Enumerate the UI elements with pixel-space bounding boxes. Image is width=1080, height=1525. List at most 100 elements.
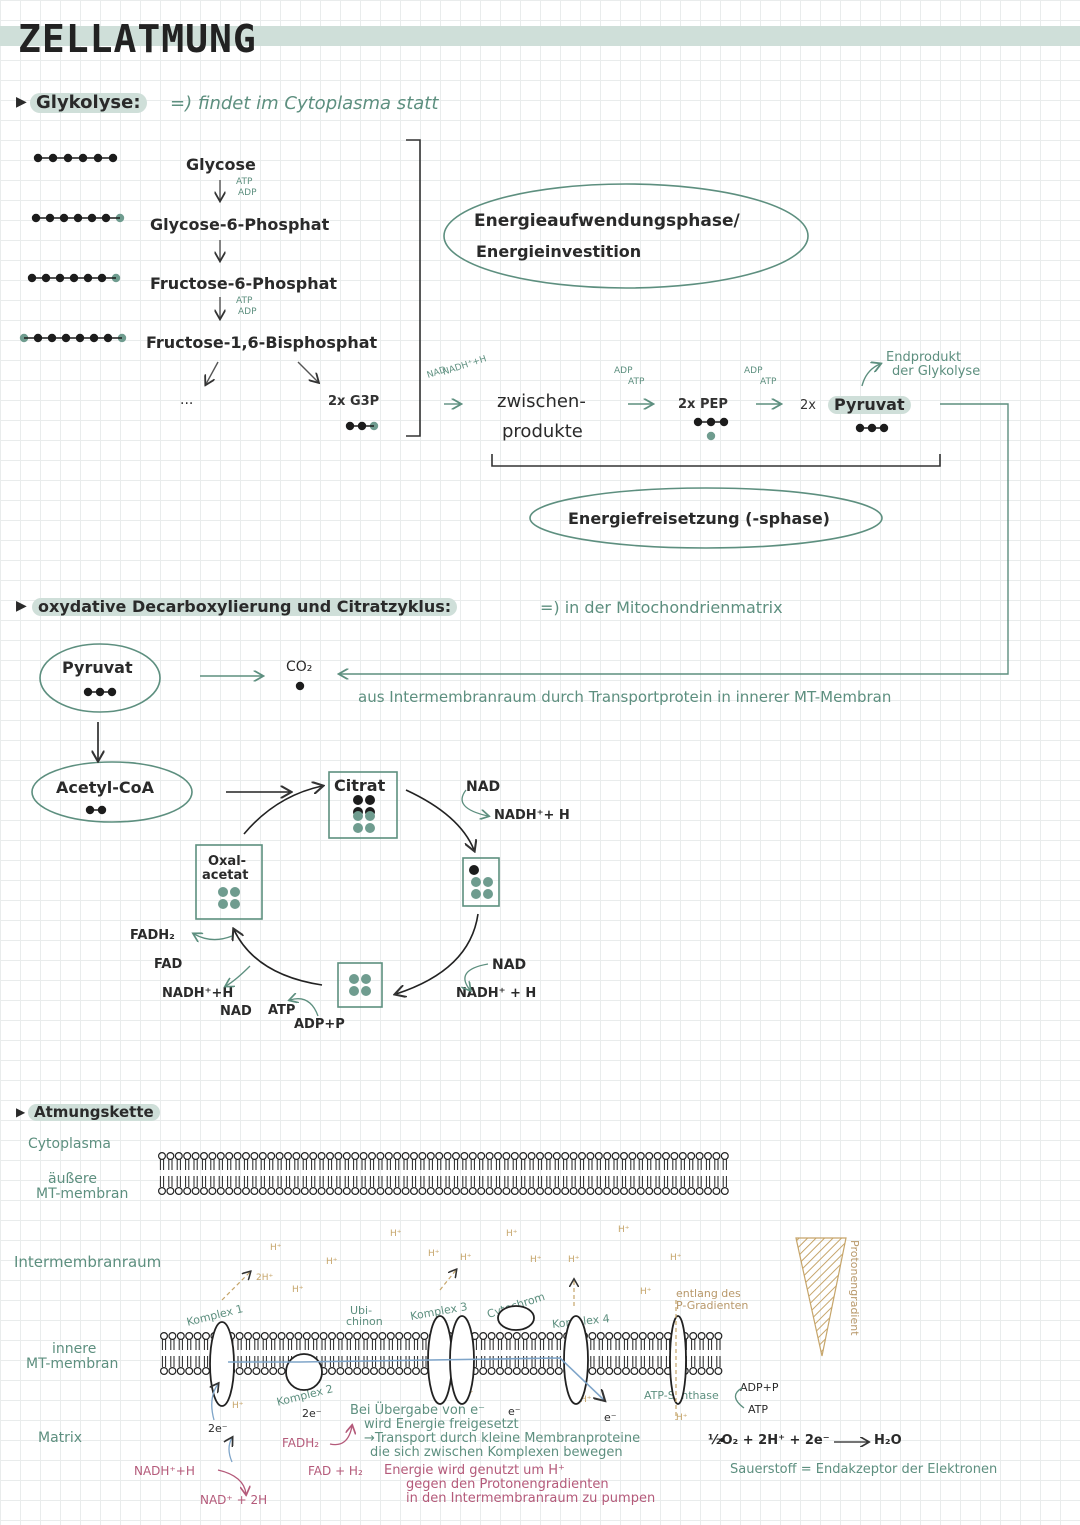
lipid-tail bbox=[453, 1176, 459, 1187]
lipid-head bbox=[605, 1366, 614, 1375]
lipid-head bbox=[328, 1331, 337, 1340]
bullet-chain: ▶ bbox=[16, 1105, 26, 1119]
lipid-head bbox=[529, 1366, 538, 1375]
lipid-head bbox=[645, 1186, 654, 1195]
adp-label-2: ADP bbox=[238, 307, 257, 317]
lipid-head bbox=[628, 1151, 637, 1160]
lipid-head bbox=[250, 1186, 259, 1195]
lipid-head bbox=[697, 1331, 706, 1340]
lipid-tail bbox=[218, 1176, 223, 1187]
step-glycose: Glycose bbox=[186, 155, 256, 174]
lipid-head bbox=[720, 1151, 729, 1160]
lipid-tail bbox=[252, 1176, 257, 1187]
two-e-label-2: 2e⁻ bbox=[302, 1407, 322, 1420]
lipid-tail bbox=[252, 1159, 257, 1170]
lipid-head bbox=[403, 1331, 412, 1340]
lipid-tail bbox=[613, 1176, 618, 1187]
lipid-tail bbox=[338, 1339, 343, 1350]
nad-out-chain: NAD⁺ + 2H bbox=[200, 1493, 268, 1507]
lipid-tail bbox=[405, 1339, 410, 1350]
proton-arrows bbox=[221, 1270, 677, 1420]
lipid-head bbox=[185, 1366, 194, 1375]
lipid-tail bbox=[363, 1339, 368, 1350]
lipid-head bbox=[521, 1366, 530, 1375]
lipid-head bbox=[166, 1151, 175, 1160]
molecule-dot bbox=[230, 899, 240, 909]
adp-label-3: ADP bbox=[614, 366, 633, 376]
lipid-head bbox=[494, 1186, 503, 1195]
lipid-tail bbox=[722, 1159, 727, 1170]
lipid-head bbox=[410, 1186, 419, 1195]
lipid-head bbox=[342, 1186, 351, 1195]
lipid-tail bbox=[413, 1356, 419, 1367]
lipid-head bbox=[353, 1331, 362, 1340]
lipid-tail bbox=[344, 1159, 349, 1170]
molecule-dot bbox=[483, 877, 493, 887]
lipid-head bbox=[621, 1366, 630, 1375]
lipid-tail bbox=[588, 1159, 593, 1170]
lipid-tail bbox=[159, 1159, 165, 1170]
lipid-tail bbox=[504, 1176, 509, 1187]
lipid-tail bbox=[481, 1356, 486, 1367]
lipid-tail bbox=[596, 1159, 601, 1170]
lipid-head bbox=[687, 1186, 696, 1195]
lipid-head bbox=[176, 1331, 185, 1340]
molecule-dot bbox=[361, 974, 371, 984]
lipid-tail bbox=[161, 1339, 167, 1350]
lipid-head bbox=[166, 1186, 175, 1195]
lipid-head bbox=[393, 1186, 402, 1195]
lipid-head bbox=[496, 1366, 505, 1375]
lipid-head bbox=[260, 1331, 269, 1340]
lipid-head bbox=[712, 1151, 721, 1160]
lipid-head bbox=[160, 1366, 169, 1375]
lipid-tail bbox=[563, 1176, 568, 1187]
lipid-head bbox=[468, 1186, 477, 1195]
lipid-tail bbox=[563, 1159, 568, 1170]
lipid-tail bbox=[590, 1339, 595, 1350]
lipid-head bbox=[326, 1186, 335, 1195]
lipid-tail bbox=[296, 1339, 301, 1350]
lipid-tail bbox=[420, 1176, 425, 1187]
lipid-head bbox=[519, 1151, 528, 1160]
lipid-head bbox=[636, 1151, 645, 1160]
lipid-tail bbox=[336, 1159, 341, 1170]
lipid-tail bbox=[588, 1176, 593, 1187]
lipid-head bbox=[370, 1366, 379, 1375]
endproduct-line2: der Glykolyse bbox=[892, 364, 981, 379]
lipid-head bbox=[410, 1151, 419, 1160]
lipid-head bbox=[275, 1186, 284, 1195]
atp-label-2: ATP bbox=[236, 296, 253, 306]
lipid-tail bbox=[369, 1159, 375, 1170]
note-2: wird Energie freigesetzt bbox=[364, 1417, 519, 1432]
lipid-tail bbox=[287, 1339, 293, 1350]
lipid-head bbox=[302, 1331, 311, 1340]
lipid-head bbox=[468, 1151, 477, 1160]
lipid-tail bbox=[411, 1176, 417, 1187]
lipid-tail bbox=[506, 1339, 511, 1350]
lipid-head bbox=[720, 1186, 729, 1195]
lipid-head bbox=[613, 1331, 622, 1340]
lipid-head bbox=[326, 1151, 335, 1160]
lipid-tail bbox=[613, 1159, 618, 1170]
lipid-tail bbox=[185, 1159, 190, 1170]
lipid-head bbox=[535, 1151, 544, 1160]
lipid-tail bbox=[453, 1159, 459, 1170]
lipid-head bbox=[361, 1331, 370, 1340]
e-label-2: e⁻ bbox=[604, 1411, 617, 1424]
lipid-head bbox=[334, 1151, 343, 1160]
lipid-head bbox=[191, 1186, 200, 1195]
lipid-tail bbox=[632, 1339, 637, 1350]
region-inner-2: MT-membran bbox=[26, 1356, 119, 1372]
lipid-head bbox=[435, 1186, 444, 1195]
lipid-tail bbox=[615, 1356, 620, 1367]
lipid-head bbox=[252, 1331, 261, 1340]
lipid-tail bbox=[201, 1159, 207, 1170]
lipid-head bbox=[630, 1366, 639, 1375]
lipid-head bbox=[705, 1366, 714, 1375]
g3p-label: 2x G3P bbox=[328, 394, 380, 409]
lipid-tail bbox=[649, 1339, 654, 1350]
lipid-tail bbox=[386, 1159, 391, 1170]
lipid-head bbox=[655, 1331, 664, 1340]
lipid-tail bbox=[210, 1159, 215, 1170]
hplus-2: 2H⁺ bbox=[256, 1273, 274, 1283]
